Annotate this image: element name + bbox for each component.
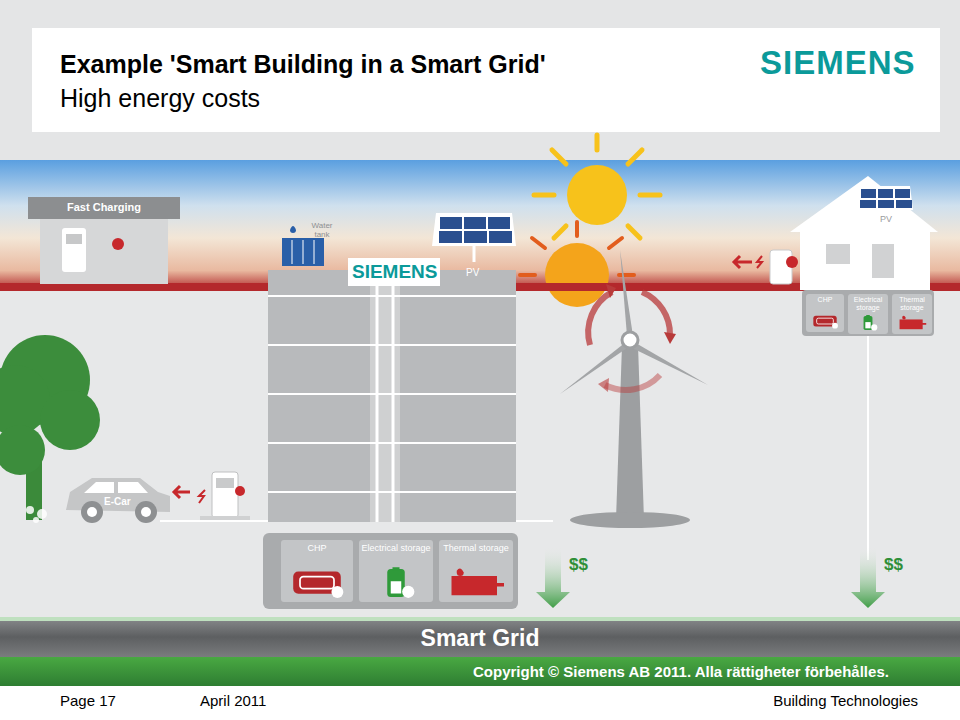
grid-band: Smart Grid	[0, 621, 960, 657]
money-label: $$	[569, 555, 588, 575]
chp-box: CHP	[806, 294, 844, 332]
bat-icon	[361, 567, 431, 599]
storage-box: Electrical storage	[848, 294, 888, 334]
date: April 2011	[200, 692, 266, 709]
node-text: Thermal storage	[441, 544, 511, 554]
bat-icon	[850, 315, 886, 331]
water-tank: Water tank	[305, 222, 339, 240]
building-logo: SIEMENS	[352, 261, 438, 283]
chp-box: CHP	[281, 540, 353, 602]
node-text: CHP	[807, 296, 843, 304]
tank-icon	[441, 567, 511, 599]
chp-icon	[283, 568, 351, 599]
subtitle: High energy costs	[60, 84, 260, 113]
node-text: Electrical storage	[361, 544, 431, 554]
tank-icon	[894, 315, 930, 331]
storage-box: Thermal storage	[439, 540, 513, 602]
department: Building Technologies	[773, 692, 918, 709]
node-text: Water tank	[305, 222, 339, 240]
car-label: E-Car	[104, 496, 131, 508]
storage-box: Electrical storage	[359, 540, 433, 602]
copyright: Copyright © Siemens AB 2011. Alla rättig…	[473, 663, 889, 680]
storage-box: Thermal storage	[892, 294, 932, 334]
logo: SIEMENS	[760, 44, 916, 82]
money-label: $$	[884, 555, 903, 575]
slide-title: Example 'Smart Building in a Smart Grid'	[60, 50, 546, 79]
page-number: Page 17	[60, 692, 116, 709]
node-text: Electrical storage	[849, 296, 887, 311]
node-text: Smart Grid	[0, 626, 960, 651]
node-text: Fast Charging	[30, 201, 178, 213]
node-text: Thermal storage	[893, 296, 931, 311]
pv-label: PV	[466, 267, 479, 279]
node-text: CHP	[283, 544, 351, 554]
pv-label: PV	[880, 214, 892, 224]
chp-icon	[808, 314, 842, 329]
station-roof: Fast Charging	[28, 197, 180, 219]
